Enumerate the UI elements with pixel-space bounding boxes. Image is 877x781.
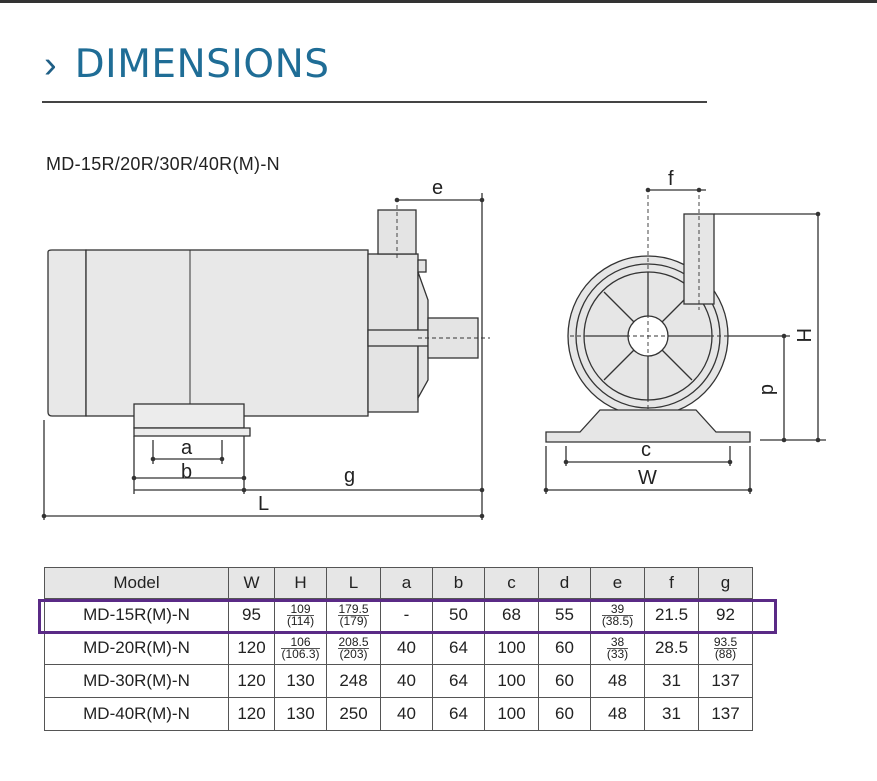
cell-f: 31: [644, 697, 699, 731]
table-header-row: Model W H L a b c d e f g: [44, 567, 753, 599]
model-cell: MD-20R(M)-N: [44, 631, 229, 665]
value-alt: (114): [286, 613, 315, 628]
label-W: W: [638, 467, 657, 489]
value-main: 39: [610, 601, 625, 616]
value-main: 93.5: [713, 634, 738, 649]
table-row: MD-20R(M)-N 120 106(106.3) 208.5(203) 40…: [44, 631, 753, 665]
value-alt: (88): [713, 646, 738, 661]
column-header: a: [380, 567, 433, 599]
cell-W: 120: [228, 631, 275, 665]
cell-d: 60: [538, 631, 591, 665]
cell-d: 60: [538, 697, 591, 731]
table-row: MD-15R(M)-N 95 109(114) 179.5(179) - 50 …: [44, 598, 753, 632]
section-heading: › DIMENSIONS: [44, 42, 330, 87]
label-a: a: [181, 437, 193, 459]
heading-divider: [42, 101, 707, 103]
cell-c: 100: [484, 631, 539, 665]
value-main: 179.5: [338, 601, 369, 616]
column-header: d: [538, 567, 591, 599]
label-c: c: [641, 439, 651, 461]
column-header: c: [484, 567, 539, 599]
cell-b: 64: [432, 631, 485, 665]
value-main: 109: [290, 601, 311, 616]
cell-H: 130: [274, 664, 327, 698]
cell-d: 60: [538, 664, 591, 698]
cell-f: 21.5: [644, 598, 699, 632]
column-header: L: [326, 567, 381, 599]
cell-e: 48: [590, 697, 645, 731]
side-view-dimension-dots: [41, 197, 485, 519]
cell-L: 208.5(203): [326, 631, 381, 665]
label-H: H: [792, 328, 814, 342]
cell-a: 40: [380, 697, 433, 731]
label-d: d: [757, 384, 779, 395]
table-row: MD-40R(M)-N 120 130 250 40 64 100 60 48 …: [44, 697, 753, 731]
dimension-drawing: e a b g L f H d c W: [41, 168, 826, 520]
cell-H: 106(106.3): [274, 631, 327, 665]
dimensions-table: Model W H L a b c d e f g MD-15R(M)-N 95…: [44, 567, 753, 731]
cell-g: 93.5(88): [698, 631, 753, 665]
front-view: [545, 188, 826, 494]
model-cell: MD-30R(M)-N: [44, 664, 229, 698]
cell-b: 64: [432, 664, 485, 698]
cell-a: 40: [380, 664, 433, 698]
table-row: MD-30R(M)-N 120 130 248 40 64 100 60 48 …: [44, 664, 753, 698]
page-title: DIMENSIONS: [74, 42, 330, 87]
value-main: 38: [610, 634, 625, 649]
cell-a: 40: [380, 631, 433, 665]
cell-g: 137: [698, 697, 753, 731]
front-view-dimension-dots: [543, 187, 821, 493]
cell-W: 120: [228, 697, 275, 731]
value-alt: (38.5): [601, 613, 634, 628]
model-series-label: MD-15R/20R/30R/40R(M)-N: [46, 154, 280, 174]
cell-e: 38(33): [590, 631, 645, 665]
chevron-right-icon: ›: [44, 43, 57, 86]
value-main: 106: [290, 634, 311, 649]
column-header: e: [590, 567, 645, 599]
cell-e: 39(38.5): [590, 598, 645, 632]
cell-e: 48: [590, 664, 645, 698]
model-cell: MD-40R(M)-N: [44, 697, 229, 731]
column-header: g: [698, 567, 753, 599]
value-alt: (33): [606, 646, 629, 661]
label-b: b: [181, 461, 192, 483]
cell-W: 120: [228, 664, 275, 698]
label-g: g: [344, 465, 355, 487]
cell-W: 95: [228, 598, 275, 632]
value-main: 208.5: [338, 634, 369, 649]
cell-c: 100: [484, 664, 539, 698]
column-header: f: [644, 567, 699, 599]
side-view: [43, 193, 490, 520]
model-cell: MD-15R(M)-N: [44, 598, 229, 632]
cell-H: 109(114): [274, 598, 327, 632]
top-border: [0, 0, 877, 3]
cell-c: 100: [484, 697, 539, 731]
cell-L: 179.5(179): [326, 598, 381, 632]
cell-b: 64: [432, 697, 485, 731]
value-alt: (179): [338, 613, 369, 628]
cell-f: 28.5: [644, 631, 699, 665]
column-header: W: [228, 567, 275, 599]
cell-L: 250: [326, 697, 381, 731]
cell-f: 31: [644, 664, 699, 698]
column-header: Model: [44, 567, 229, 599]
label-e: e: [432, 177, 443, 199]
cell-g: 137: [698, 664, 753, 698]
value-alt: (203): [338, 646, 369, 661]
cell-g: 92: [698, 598, 753, 632]
cell-H: 130: [274, 697, 327, 731]
column-header: H: [274, 567, 327, 599]
cell-L: 248: [326, 664, 381, 698]
highlighted-row-outline: [38, 599, 777, 634]
column-header: b: [432, 567, 485, 599]
label-L: L: [258, 493, 269, 515]
value-alt: (106.3): [281, 646, 320, 661]
label-f: f: [668, 168, 674, 190]
